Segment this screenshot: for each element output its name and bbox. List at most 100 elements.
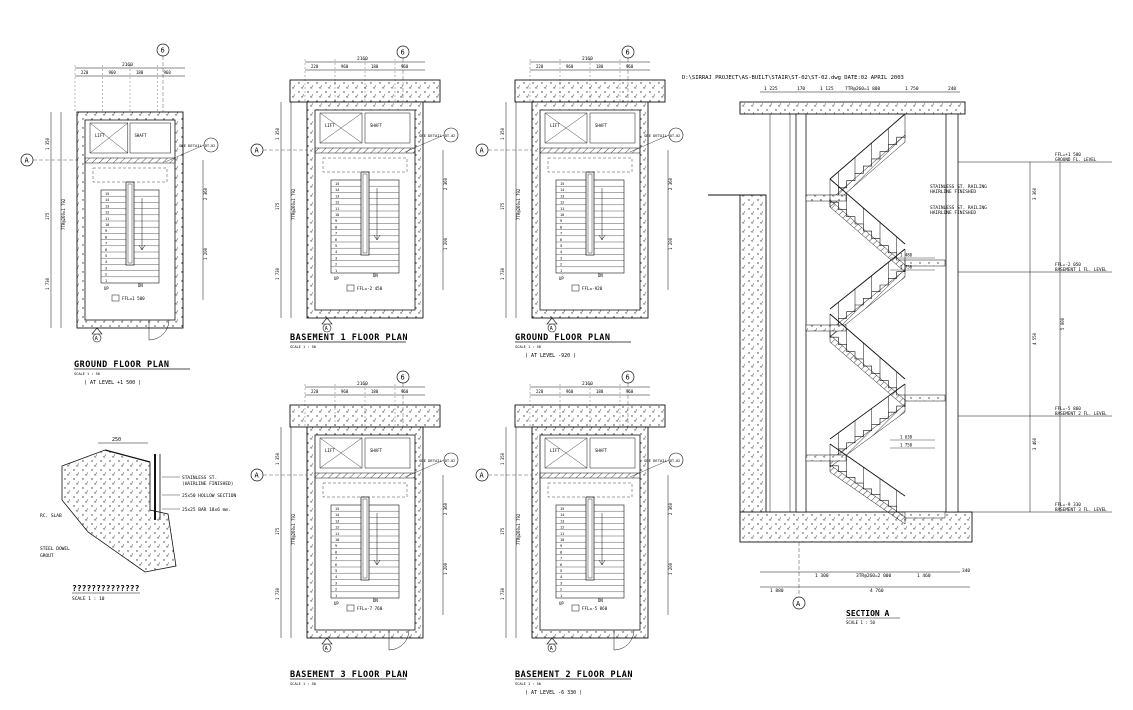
dim-left: 1 350 [500,452,505,465]
plan-scale: SCALE 1 : 50 [290,345,316,349]
tread-number: 9 [335,219,337,223]
tread-number: 11 [335,207,339,211]
dim-right: 1 200 [668,562,673,575]
detail-callout-id: DT-02 [445,459,455,463]
grid-a-label: A [25,157,30,165]
dn-label: DN [373,273,378,278]
dim-run: 7TR@260=1 792 [516,513,521,545]
plan-title: GROUND FLOOR PLAN [74,360,170,370]
detail-scale: SCALE 1 : 10 [72,596,105,602]
tread-number: 7 [560,232,562,236]
dim-left: 1 730 [500,587,505,600]
dim-left: 1 730 [500,267,505,280]
level-dim: 5 000 [1060,317,1065,330]
dim-seg: 960 [341,389,349,394]
tread-number: 1 [560,594,562,598]
tread-number: 1 [335,269,337,273]
up-label: UP [104,286,109,291]
dim-seg: 960 [401,389,409,394]
tread-number: 6 [105,248,107,252]
tread-number: 5 [560,244,562,248]
tread-number: 2 [560,263,562,267]
plan-scale: SCALE 1 : 50 [515,345,541,349]
shaft-label: SHAFT [370,123,383,128]
tread-number: 5 [335,244,337,248]
level-ffl: FFL=-9 330 [1055,502,1081,508]
tread-number: 15 [560,182,564,186]
tread-number: 4 [560,575,562,579]
detail-note-1: STAINLESS ST. [182,475,217,481]
grid-6-label: 6 [401,374,405,382]
dim-run: 7TR@260=1 792 [291,188,296,220]
sec-bot-total-1: 1 880 [770,588,784,594]
stair-flight [830,265,906,326]
tread-number: 3 [335,581,337,585]
detail-callout-id: DT-02 [445,134,455,138]
plan-level: ( AT LEVEL -6 330 ) [525,690,582,696]
plan-scale: SCALE 1 : 50 [290,682,316,686]
tread-number: 14 [335,188,339,192]
level-name: BASEMENT 3 FL. LEVEL [1055,507,1107,513]
tread-number: 1 [335,594,337,598]
lift-label: LIFT [550,123,560,128]
tread-number: 7 [560,557,562,561]
lift-label: LIFT [95,133,105,138]
stair-flight [829,195,905,261]
tread-number: 4 [105,260,107,264]
sec-top-dim-3: 1 125 [820,86,834,92]
tread-number: 10 [335,213,339,217]
level-name: BASEMENT 2 FL. LEVEL [1055,411,1107,417]
plan-title: GROUND FLOOR PLAN [515,333,611,343]
ffl-label: FFL=-7 760 [357,606,383,611]
sec-bot-dim-2: 3TR@260=2 000 [856,573,892,579]
tread-number: 10 [560,213,564,217]
tread-number: 15 [560,507,564,511]
dim-right: 2 360 [668,177,673,190]
up-label: UP [334,276,339,281]
detail-left-note-2: STEEL DOWEL [40,546,70,552]
tread-number: 6 [560,238,562,242]
dim-seg: 220 [536,389,544,394]
section-marker [546,637,558,645]
level-name: BASEMENT 1 FL. LEVEL [1055,267,1107,273]
detail-note-2: (HAIRLINE FINISHED) [182,481,233,487]
dim-left: 1 350 [275,127,280,140]
tread-number: 2 [560,588,562,592]
dim-seg: 960 [626,389,634,394]
section-scale: SCALE 1 : 50 [846,620,875,625]
detail-note-4: 25x25 BAR 18x6 mm. [182,507,231,513]
sec-rail-note-2: HAIRLINE FINISHED [930,189,976,195]
see-detail-note: SEE DETAIL [644,133,668,138]
tread-number: 10 [560,538,564,542]
landing-dim: 1 750 [900,443,913,448]
section-grid-a-bubble [792,596,806,610]
dim-total: 2160 [122,62,133,68]
tread-number: 15 [335,182,339,186]
tread-number: 13 [560,519,564,523]
dim-run: 7TR@260=1 792 [61,198,66,230]
tread-number: 5 [335,569,337,573]
level-ffl: FFL=-2 050 [1055,262,1081,268]
tread-number: 4 [335,575,337,579]
section-marker-label: A [325,646,328,652]
landing-dim: 1 630 [900,435,913,440]
detail-callout-id: DT-02 [670,459,680,463]
tread-number: 13 [105,204,109,208]
ffl-label: FFL=-5 860 [582,606,608,611]
railing-detail: 250 STAINLESS ST. (HAIRLINE FINISHED) 25… [40,437,236,602]
tread-number: 14 [560,513,564,517]
dim-total: 2160 [357,56,368,62]
dim-seg: 960 [341,64,349,69]
level-ffl: FFL=-5 860 [1055,406,1081,412]
shaft-label: SHAFT [370,448,383,453]
sec-rail-note-1: STAINLESS ST. RAILING [930,184,987,190]
sec-bot-total-2: 4 760 [870,588,884,594]
tread-number: 3 [105,266,107,270]
landing-dim: 1 480 [900,253,913,258]
detail-dim: 250 [112,437,121,443]
dim-run: 7TR@260=1 792 [516,188,521,220]
tread-number: 8 [335,550,337,554]
